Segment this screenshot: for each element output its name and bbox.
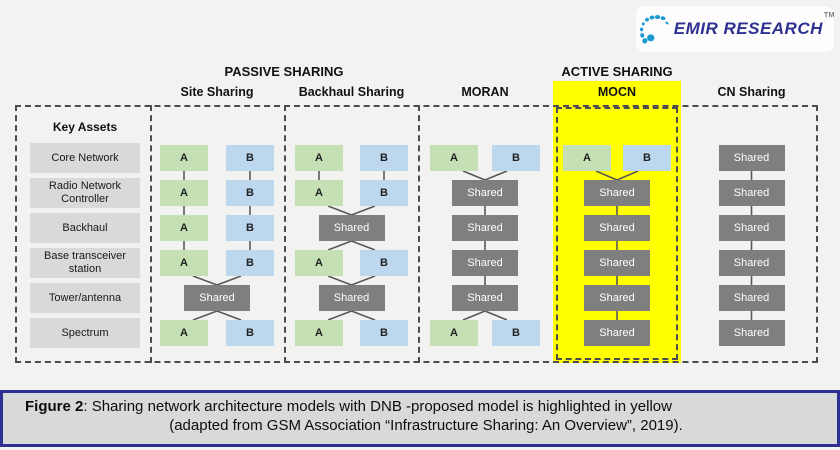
cell-shared: Shared: [452, 180, 518, 206]
cell-operator-a: A: [295, 180, 343, 206]
connector-lines: [595, 170, 639, 320]
connector-line: [216, 310, 242, 321]
cell-operator-b: B: [226, 320, 274, 346]
cell-shared: Shared: [452, 250, 518, 276]
asset-label: Core Network: [30, 143, 140, 173]
connector-line: [327, 205, 352, 216]
asset-label: Spectrum: [30, 318, 140, 348]
cell-operator-b: B: [360, 250, 408, 276]
cell-operator-b: B: [492, 320, 540, 346]
connector-line: [595, 170, 618, 181]
connector-line: [327, 240, 352, 251]
cell-operator-a: A: [160, 250, 208, 276]
cell-operator-b: B: [360, 145, 408, 171]
cell-shared: Shared: [318, 215, 385, 241]
connector-line: [462, 170, 486, 181]
cell-shared: Shared: [718, 320, 785, 346]
connector-line: [351, 205, 376, 216]
cell-operator-a: A: [430, 320, 478, 346]
cell-operator-a: A: [563, 145, 611, 171]
cell-shared: Shared: [318, 285, 385, 311]
cell-operator-a: A: [160, 145, 208, 171]
cell-shared: Shared: [452, 215, 518, 241]
caption-box: Figure 2: Sharing network architecture m…: [0, 390, 840, 447]
cell-shared: Shared: [584, 215, 650, 241]
connector-line: [484, 170, 508, 181]
cell-shared: Shared: [718, 215, 785, 241]
cell-shared: Shared: [718, 250, 785, 276]
asset-label: Radio Network Controller: [30, 178, 140, 208]
cell-shared: Shared: [584, 250, 650, 276]
cell-operator-b: B: [623, 145, 671, 171]
caption-line-1: Figure 2: Sharing network architecture m…: [25, 398, 827, 415]
connector-line: [351, 240, 376, 251]
column-header-cn-sharing: CN Sharing: [717, 85, 786, 99]
asset-label: Base transceiver station: [30, 248, 140, 278]
logo-wordmark: EMIR RESEARCHTM: [673, 12, 835, 38]
cell-operator-b: B: [226, 250, 274, 276]
group-header-passive-sharing: PASSIVE SHARING: [224, 64, 344, 79]
connector-line: [351, 310, 376, 321]
cell-shared: Shared: [584, 180, 650, 206]
asset-label: Backhaul: [30, 213, 140, 243]
cell-operator-a: A: [295, 250, 343, 276]
cell-operator-b: B: [226, 145, 274, 171]
cell-operator-b: B: [360, 180, 408, 206]
cell-operator-a: A: [295, 320, 343, 346]
caption-text: : Sharing network architecture models wi…: [83, 398, 672, 415]
cell-operator-a: A: [160, 215, 208, 241]
emir-research-logo: EMIR RESEARCHTM: [636, 6, 834, 52]
cell-shared: Shared: [718, 180, 785, 206]
diagram-outer-border: [15, 105, 818, 363]
column-header-site-sharing: Site Sharing: [180, 85, 254, 99]
cell-shared: Shared: [718, 285, 785, 311]
asset-label: Tower/antenna: [30, 283, 140, 313]
connector-line: [327, 310, 352, 321]
cell-operator-b: B: [492, 145, 540, 171]
connector-line: [616, 170, 639, 181]
cell-shared: Shared: [584, 285, 650, 311]
connector-lines: [750, 171, 753, 320]
connector-lines: [318, 171, 385, 321]
cell-operator-b: B: [226, 180, 274, 206]
cell-shared: Shared: [452, 285, 518, 311]
column-header-moran: MORAN: [461, 85, 509, 99]
cell-operator-a: A: [295, 145, 343, 171]
connector-line: [192, 275, 218, 286]
connector-lines: [462, 170, 508, 321]
connector-line: [192, 310, 218, 321]
cell-operator-a: A: [160, 180, 208, 206]
logo-swirl-icon: [639, 14, 669, 44]
connector-line: [462, 310, 486, 321]
connector-lines: [183, 171, 251, 321]
key-assets-title: Key Assets: [52, 120, 118, 134]
figure-number: Figure 2: [25, 398, 84, 415]
column-separator: [418, 105, 420, 363]
cell-operator-a: A: [160, 320, 208, 346]
cell-operator-a: A: [430, 145, 478, 171]
connector-line: [216, 275, 242, 286]
cell-operator-b: B: [226, 215, 274, 241]
cell-operator-b: B: [360, 320, 408, 346]
connector-line: [484, 310, 508, 321]
caption-line-2: (adapted from GSM Association “Infrastru…: [169, 417, 683, 434]
column-header-backhaul-sharing: Backhaul Sharing: [298, 85, 405, 99]
mocn-dashed-border: [556, 107, 678, 360]
connector-line: [351, 275, 376, 286]
group-header-active-sharing: ACTIVE SHARING: [561, 64, 673, 79]
column-separator: [150, 105, 152, 363]
cell-shared: Shared: [584, 320, 650, 346]
trademark-symbol: TM: [823, 12, 835, 19]
cell-shared: Shared: [184, 285, 250, 311]
column-separator: [284, 105, 286, 363]
connector-line: [327, 275, 352, 286]
cell-shared: Shared: [718, 145, 785, 171]
column-header-mocn: MOCN: [597, 85, 637, 99]
